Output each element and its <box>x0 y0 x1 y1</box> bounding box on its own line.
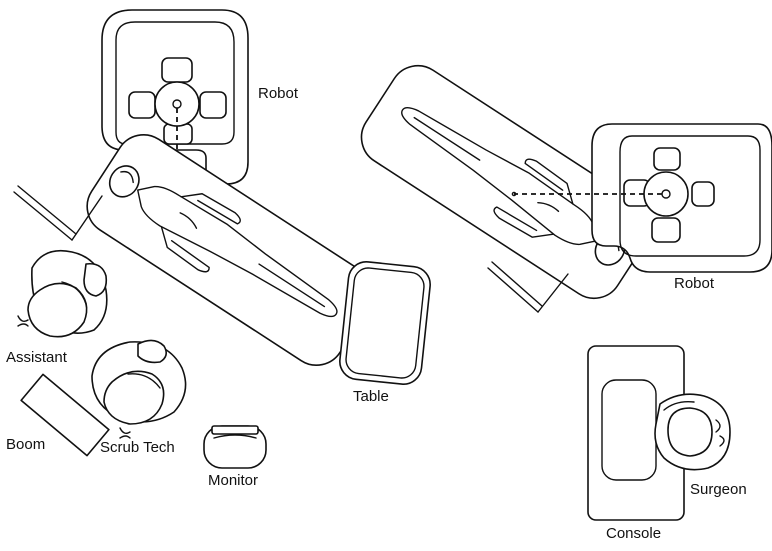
scrub-tech-label: Scrub Tech <box>100 439 175 456</box>
assistant-figure <box>17 249 108 338</box>
assistant-label: Assistant <box>6 349 67 366</box>
surgeon-figure <box>654 393 731 471</box>
boom-label: Boom <box>6 436 46 453</box>
surgeon-label: Surgeon <box>690 481 747 498</box>
patient-left <box>108 165 338 318</box>
console-label: Console <box>606 525 662 542</box>
patient-table-left <box>13 134 374 366</box>
monitor-label: Monitor <box>208 472 259 489</box>
boom-unit <box>20 373 110 457</box>
robot-right <box>511 123 772 273</box>
monitor-unit <box>203 425 267 469</box>
surgeon-console <box>587 345 685 521</box>
robot-left-label: Robot <box>258 85 299 102</box>
robot-right-label: Robot <box>674 275 715 292</box>
table-label: Table <box>353 388 389 405</box>
scrub-tech-figure <box>91 339 187 439</box>
instrument-table <box>339 261 431 385</box>
